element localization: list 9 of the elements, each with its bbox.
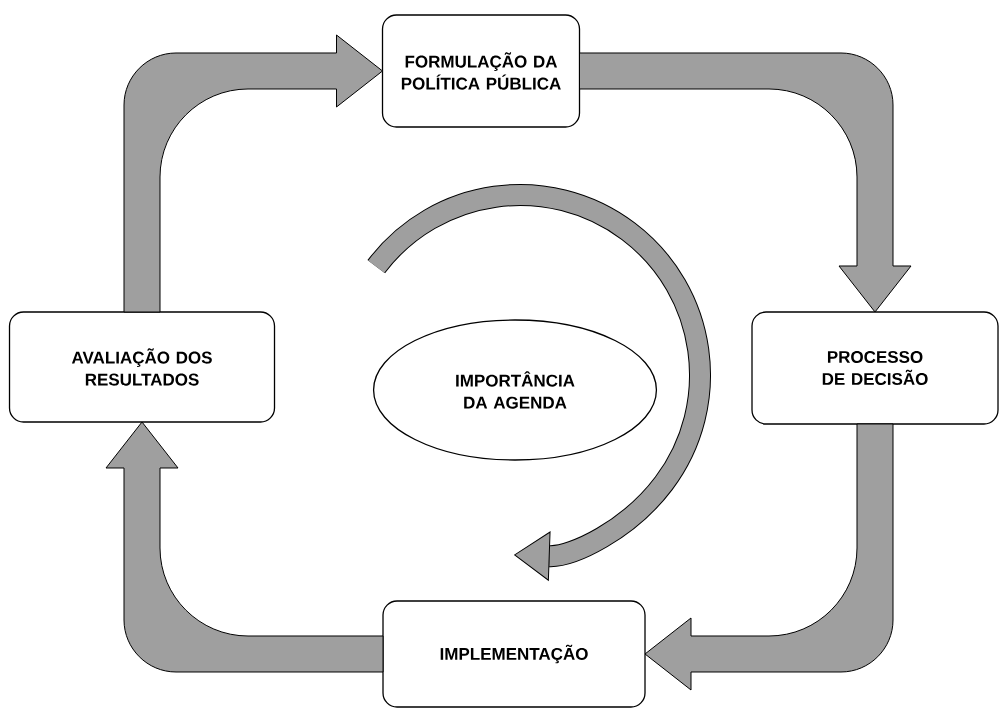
arrow xyxy=(644,423,894,691)
process-box: FORMULAÇÃO DA POLÍTICA PÚBLICA xyxy=(381,14,581,128)
arrow xyxy=(105,421,384,673)
ellipse-node: IMPORTÂNCIA DA AGENDA xyxy=(372,319,658,461)
arrow xyxy=(579,52,912,313)
process-box: AVALIAÇÃO DOS RESULTADOS xyxy=(8,311,276,423)
arrow xyxy=(123,34,383,313)
process-box: PROCESSO DE DECISÃO xyxy=(751,311,999,425)
process-box: IMPLEMENTAÇÃO xyxy=(382,600,646,708)
